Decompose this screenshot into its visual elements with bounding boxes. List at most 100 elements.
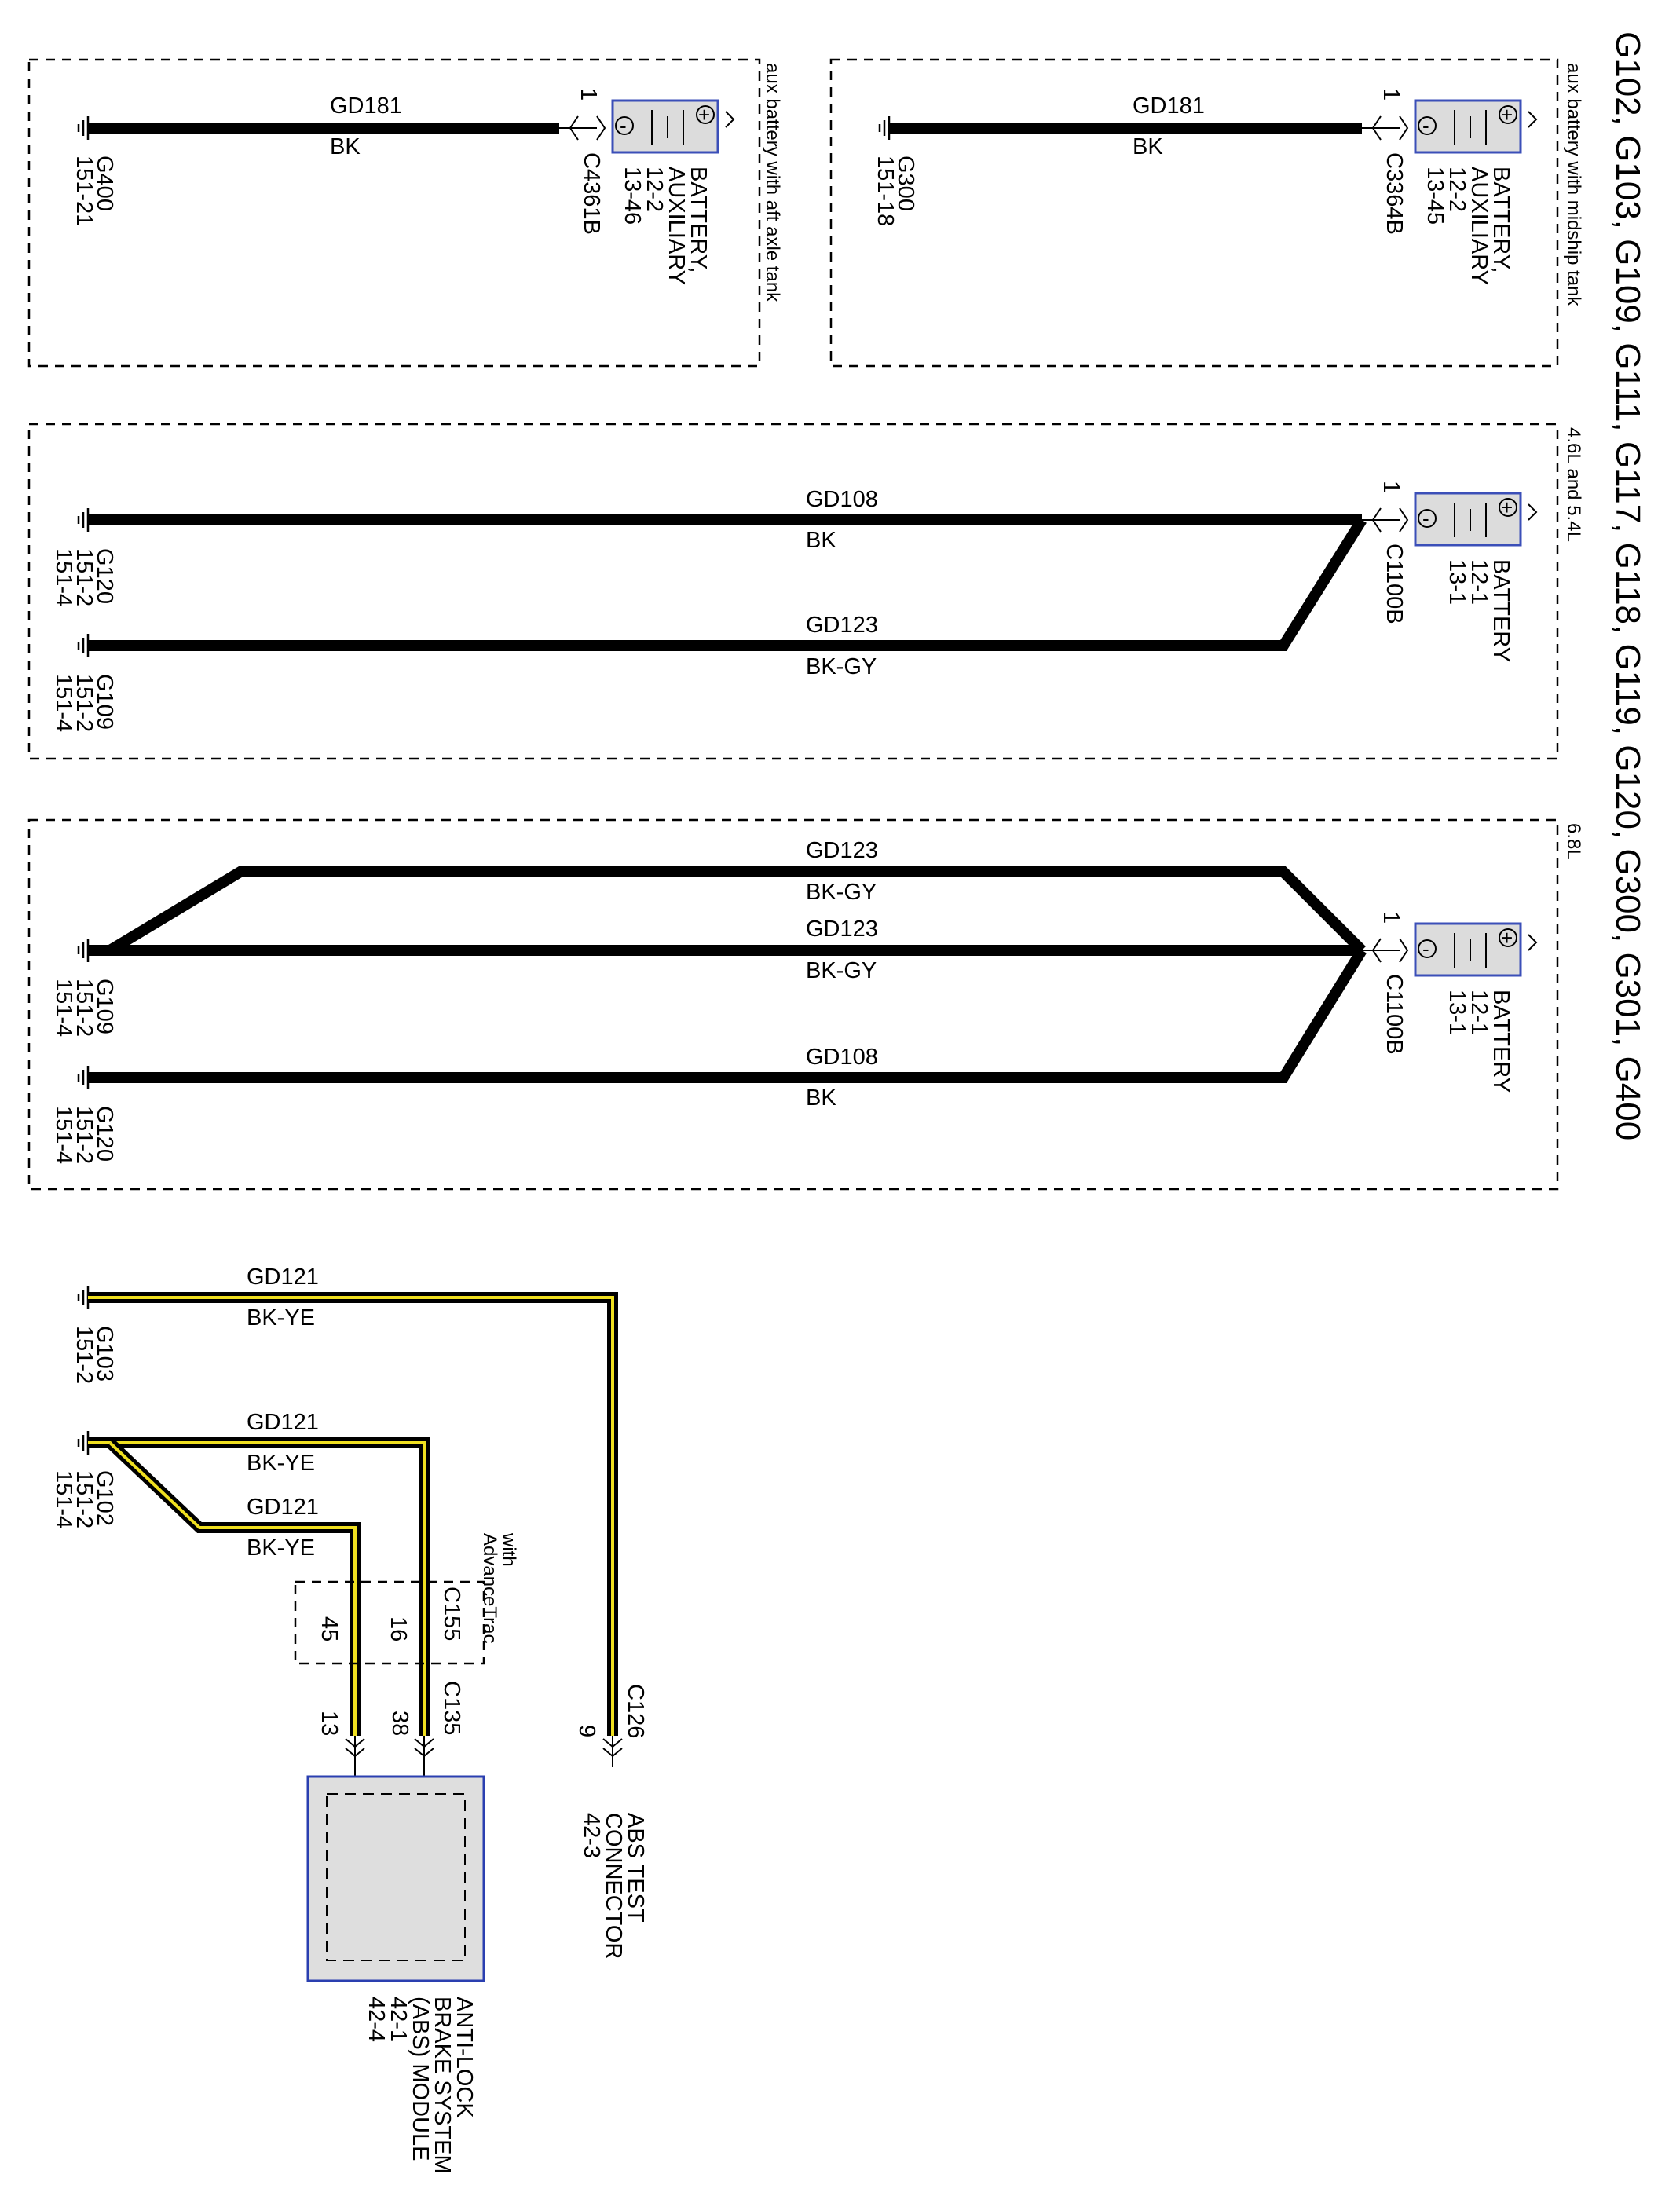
- c135-pin-38: 38: [387, 1711, 412, 1736]
- ground-id-g120: G120: [92, 548, 117, 604]
- c126-pin-9: 9: [574, 1725, 599, 1737]
- wire-color-label: BK: [1133, 134, 1163, 159]
- aft-section-frame: [27, 58, 761, 368]
- ground-page2-g109: 151-4: [51, 674, 76, 732]
- wire-gd121-g102-b: [106, 1438, 361, 1736]
- ground-id-g103: G103: [92, 1326, 117, 1382]
- ground-symbol-g102: [77, 1431, 90, 1455]
- connector-pin: 1: [1378, 88, 1404, 101]
- c155-inline-frame: [294, 1580, 485, 1665]
- ground-page1-g102: 151-2: [71, 1470, 97, 1528]
- ground-page-g400: 151-21: [71, 156, 97, 226]
- abs-module-body: [306, 1775, 485, 1982]
- wire-color-label: BK-GY: [806, 654, 877, 679]
- battery-icon: - +: [1414, 922, 1538, 977]
- connector-symbol: [559, 115, 606, 141]
- abs-module-line2: BRAKE SYSTEM: [430, 1997, 455, 2174]
- battery-name-line2: AUXILIARY: [664, 167, 689, 285]
- connector-pin: 1: [1378, 481, 1404, 493]
- section-engine-68: 6.8L GD123 BK-GY GD123 BK-GY GD108 BK G1…: [27, 818, 1584, 1191]
- section-midship-tank: aux battery with midship tank GD181 BK G…: [829, 58, 1584, 368]
- svg-text:+: +: [1501, 926, 1513, 950]
- wire-gd123: [88, 517, 1367, 651]
- connector-id: C1100B: [1382, 544, 1407, 624]
- engine-46-54-frame: [27, 423, 1559, 760]
- battery-name-line1: BATTERY,: [1488, 167, 1513, 273]
- ground-symbol-g400: [77, 116, 90, 140]
- midship-section-frame: [829, 58, 1559, 368]
- battery-icon: - +: [1414, 492, 1538, 547]
- svg-text:-: -: [620, 114, 627, 137]
- battery-name-line1: BATTERY,: [686, 167, 711, 273]
- c155-pin-16: 16: [386, 1616, 411, 1642]
- abs-test-connector-line2: CONNECTOR: [601, 1813, 626, 1959]
- abs-module-ref1: 42-1: [386, 1997, 411, 2042]
- battery-name-line1: BATTERY: [1488, 990, 1513, 1093]
- connector-id: C4361B: [579, 152, 604, 235]
- svg-text:+: +: [1501, 496, 1513, 519]
- wire-circuit-label: GD123: [806, 838, 878, 863]
- battery-name-line1: BATTERY: [1488, 559, 1513, 662]
- ground-symbol-g103: [77, 1286, 90, 1309]
- battery-ref2: 13-46: [620, 167, 645, 225]
- wire-circuit-label: GD123: [806, 613, 878, 638]
- battery-ref1: 12-2: [642, 167, 667, 212]
- engine-68-frame: [27, 818, 1559, 1191]
- wire-color-label: BK-GY: [806, 958, 877, 983]
- wire-gd108: [88, 947, 1367, 1083]
- wire-color-label: BK-YE: [247, 1535, 315, 1561]
- ground-page1-g109: 151-2: [71, 674, 97, 732]
- ground-symbol-g120: [77, 1066, 90, 1089]
- wire-gd123-upper: [107, 866, 1366, 955]
- ground-page-g300: 151-18: [873, 156, 898, 226]
- battery-ref1: 12-2: [1444, 167, 1470, 212]
- page-title: G102, G103, G109, G111, G117, G118, G119…: [1609, 31, 1647, 1140]
- ground-page1-g120: 151-2: [71, 548, 97, 606]
- battery-icon: - +: [611, 99, 735, 154]
- connector-pin: 1: [576, 88, 601, 101]
- ground-symbol-g109: [77, 939, 90, 962]
- wire-gd121-g102-a: [88, 1437, 430, 1736]
- inline-note-line1: with: [498, 1532, 519, 1567]
- svg-text:-: -: [1422, 507, 1429, 530]
- ground-page2-g120: 151-4: [51, 548, 76, 606]
- svg-text:+: +: [1501, 103, 1513, 126]
- battery-icon: - +: [1414, 99, 1538, 154]
- ground-page1-g109: 151-2: [71, 979, 97, 1037]
- battery-ref2: 13-1: [1444, 559, 1470, 605]
- section-aft-axle-tank: aux battery with aft axle tank GD181 BK …: [27, 58, 783, 368]
- section-engine-46-54: 4.6L and 5.4L GD108 BK GD123 BK-GY G120 …: [27, 423, 1584, 760]
- svg-text:-: -: [1422, 114, 1429, 137]
- ground-id-g120: G120: [92, 1106, 117, 1162]
- ground-symbol-g109: [77, 634, 90, 657]
- c155-pin-45: 45: [317, 1616, 342, 1642]
- c135-pin-13: 13: [317, 1711, 342, 1736]
- engine-68-note: 6.8L: [1563, 823, 1584, 860]
- c126-id: C126: [623, 1684, 648, 1738]
- ground-page2-g109: 151-4: [51, 979, 76, 1037]
- connector-symbol: [1362, 115, 1409, 141]
- svg-text:+: +: [698, 103, 710, 126]
- wire-color-label: BK-YE: [247, 1451, 315, 1476]
- abs-test-connector-line1: ABS TEST: [623, 1813, 648, 1923]
- ground-page2-g102: 151-4: [51, 1470, 76, 1528]
- abs-module-line3: (ABS) MODULE: [408, 1997, 433, 2161]
- c135-id: C135: [439, 1681, 464, 1735]
- wire-color-label: BK-GY: [806, 880, 877, 905]
- abs-module-ref2: 42-4: [364, 1997, 389, 2042]
- ground-symbol-g300: [878, 116, 891, 140]
- abs-module-inner: [326, 1793, 466, 1961]
- battery-ref2: 13-1: [1444, 990, 1470, 1035]
- wire-circuit-label: GD121: [247, 1410, 319, 1435]
- ground-id-g109: G109: [92, 979, 117, 1034]
- inline-note-line2: AdvanceTrac: [479, 1533, 500, 1644]
- wire-circuit-label: GD121: [247, 1265, 319, 1290]
- ground-page1-g120: 151-2: [71, 1106, 97, 1164]
- ground-page-g103: 151-2: [71, 1326, 97, 1384]
- ground-id-g102: G102: [92, 1470, 117, 1526]
- wire-color-label: BK: [806, 1085, 836, 1111]
- wire-color-label: BK: [806, 528, 836, 553]
- battery-ref1: 12-1: [1466, 559, 1492, 605]
- abs-test-connector-ref: 42-3: [579, 1813, 604, 1858]
